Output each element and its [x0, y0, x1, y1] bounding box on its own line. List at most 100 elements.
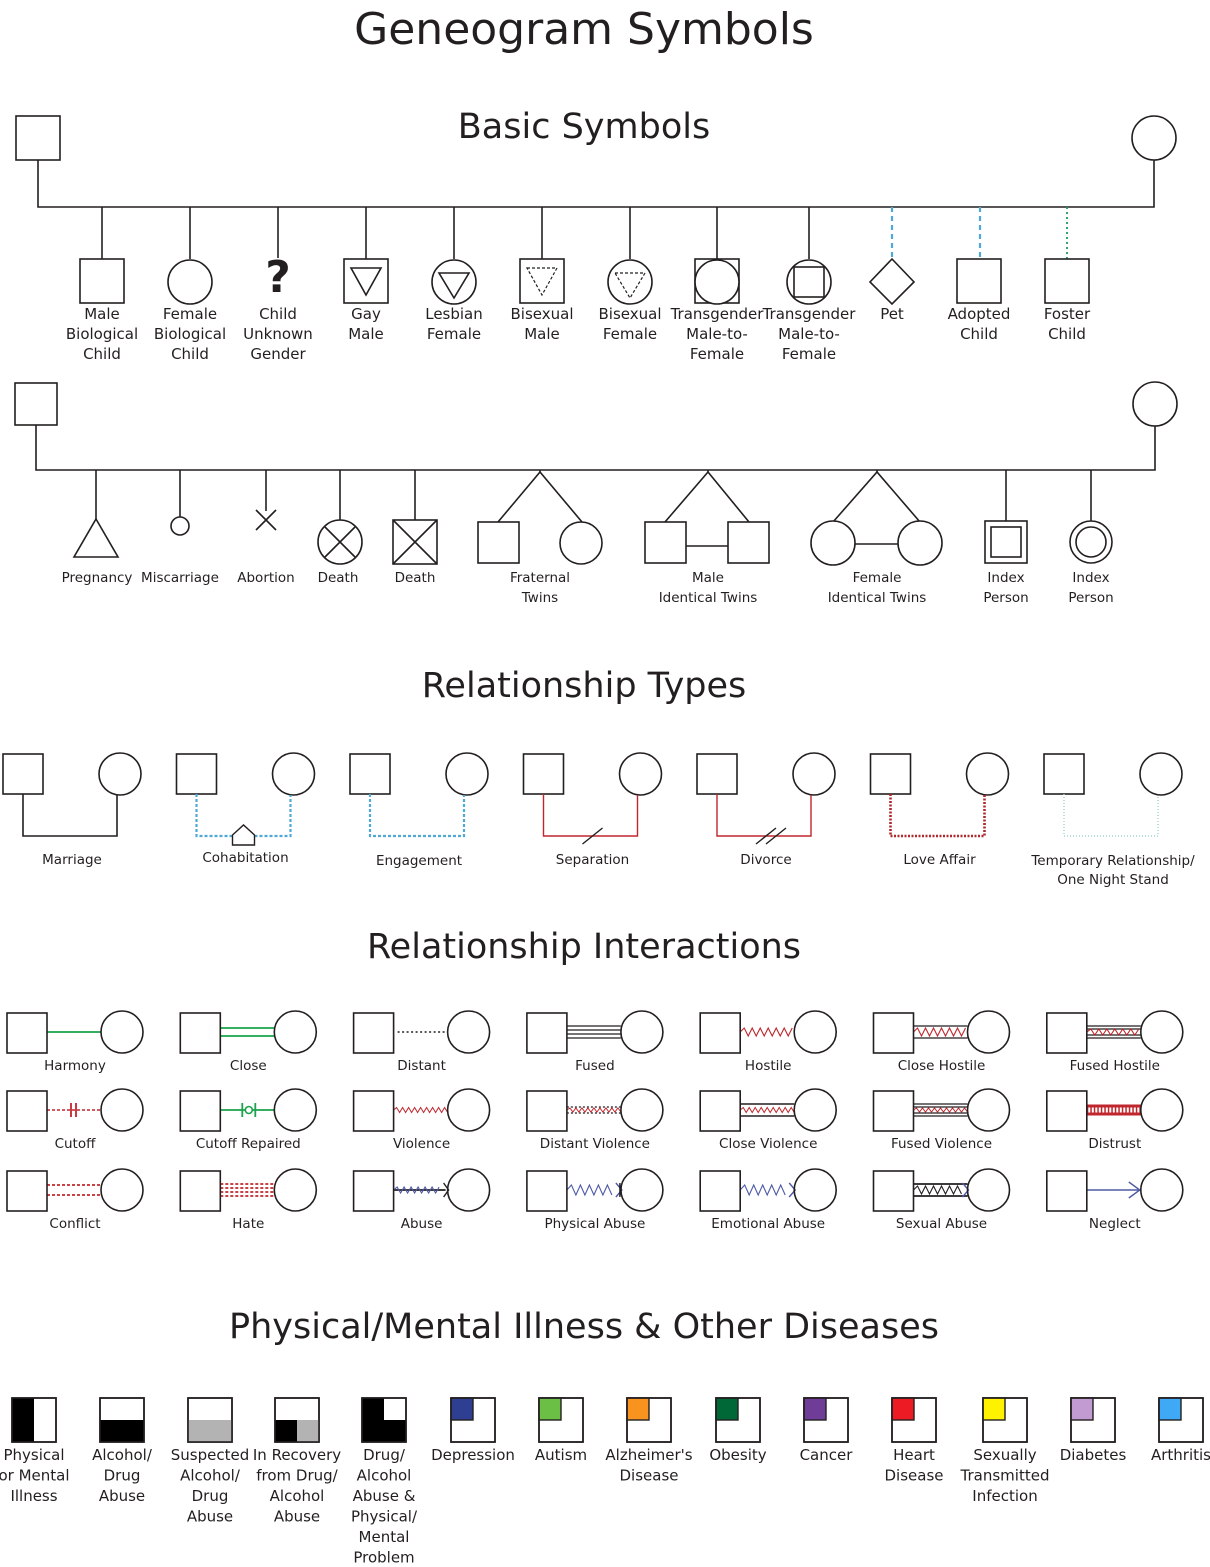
symbol-label: Child — [960, 325, 998, 343]
person-square — [179, 1090, 222, 1132]
circle-symbol — [167, 259, 213, 305]
interaction-line — [739, 1103, 795, 1117]
illness-label: Abuse & — [353, 1487, 416, 1505]
partner-circle — [792, 752, 836, 796]
interaction-line — [47, 1103, 101, 1117]
partner-square — [2, 753, 44, 795]
illness-label: or Mental — [0, 1467, 70, 1485]
partner-circle — [98, 752, 142, 796]
twin-circle-symbol — [897, 520, 943, 566]
person-circle — [620, 1088, 664, 1132]
illness-fill — [297, 1420, 319, 1442]
question-mark-symbol: ? — [265, 252, 291, 303]
relationship-type-label: Temporary Relationship/ — [1030, 853, 1195, 869]
symbol-label: Lesbian — [425, 305, 483, 323]
symbol-label: Male — [692, 570, 724, 586]
interaction-line — [739, 1182, 797, 1198]
person-square — [1046, 1090, 1088, 1132]
twin-lines — [664, 470, 750, 523]
symbol-label: Adopted — [948, 305, 1011, 323]
person-square — [872, 1090, 915, 1132]
symbol-label: Female — [690, 345, 744, 363]
interaction-line — [1086, 1181, 1141, 1199]
person-circle — [620, 1168, 664, 1212]
illness-square-outline — [361, 1397, 407, 1443]
partner-circle — [445, 752, 489, 796]
relationship-type-label: Separation — [556, 852, 629, 868]
symbol-label: Male-to- — [778, 325, 840, 343]
row1-symbols: MaleBiologicalChildFemaleBiologicalChild… — [66, 207, 1091, 363]
illness-label: Infection — [972, 1487, 1037, 1505]
person-circle — [100, 1088, 144, 1132]
interaction-label: Fused Hostile — [1070, 1058, 1160, 1074]
person-circle — [966, 1168, 1011, 1212]
illness-symbol: Depression — [431, 1397, 515, 1464]
arrow-head — [615, 1182, 623, 1198]
symbol-label: Child — [171, 345, 209, 363]
illness-square-outline — [99, 1397, 145, 1443]
connector-line — [393, 1106, 449, 1114]
relationship-type-label: Divorce — [740, 852, 791, 868]
interaction-label: Sexual Abuse — [896, 1216, 987, 1232]
symbol-label: Abortion — [237, 570, 294, 586]
illness-square-outline — [450, 1397, 496, 1443]
illness-label: Alcohol — [357, 1467, 412, 1485]
connector-line — [739, 1106, 795, 1114]
row2-symbol-circle-x: Death — [317, 470, 363, 586]
twin-square-symbol — [477, 521, 520, 564]
connector-line — [566, 1183, 613, 1197]
illness-label: Alcohol — [270, 1487, 325, 1505]
partner-square — [349, 753, 391, 795]
illness-square-outline — [891, 1397, 937, 1443]
symbol-label: Female — [853, 570, 902, 586]
symbol-label: Gender — [250, 345, 306, 363]
interaction-label: Cutoff — [55, 1136, 97, 1152]
twin-circle-symbol — [810, 520, 856, 566]
person-circle — [1140, 1168, 1184, 1212]
interaction-fused-hostile: Fused Hostile — [1046, 1010, 1184, 1074]
interaction-distrust: Distrust — [1046, 1088, 1184, 1152]
partner-square — [175, 753, 218, 795]
illness-corner-fill — [626, 1397, 650, 1421]
symbol-label: Male — [348, 325, 384, 343]
connector-line — [1086, 1028, 1140, 1036]
interaction-fused: Fused — [526, 1010, 664, 1074]
person-square — [352, 1170, 395, 1212]
interaction-line — [566, 1182, 623, 1198]
interaction-label: Close Hostile — [898, 1058, 986, 1074]
twin-square-symbol — [644, 521, 687, 564]
relationship-type-dense-dash: Love Affair — [869, 752, 1010, 868]
interaction-label: Cutoff Repaired — [196, 1136, 301, 1152]
interaction-neglect: Neglect — [1046, 1168, 1184, 1232]
illness-label: Physical/ — [351, 1508, 418, 1526]
relationship-line — [22, 794, 118, 837]
illness-label: Alcohol/ — [180, 1467, 241, 1485]
symbol-label: Male — [84, 305, 120, 323]
illness-symbol: Cancer — [800, 1397, 853, 1464]
illness-label: Abuse — [274, 1508, 320, 1526]
illness-fill — [188, 1420, 232, 1442]
relationship-type-label: Cohabitation — [202, 850, 288, 866]
relationship-type-solid: Marriage — [2, 752, 142, 868]
illness-label: Drug — [192, 1487, 229, 1505]
illness-fill — [12, 1398, 34, 1442]
person-square — [699, 1090, 742, 1132]
symbol-label: Transgender — [670, 305, 765, 323]
illness-label: from Drug/ — [256, 1467, 338, 1485]
section-title-basic: Basic Symbols — [458, 107, 710, 147]
illness-label: Alcohol/ — [92, 1446, 153, 1464]
interaction-close-violence: Close Violence — [699, 1088, 838, 1152]
symbol-label: Identical Twins — [659, 590, 758, 606]
interaction-hostile: Hostile — [699, 1010, 838, 1074]
